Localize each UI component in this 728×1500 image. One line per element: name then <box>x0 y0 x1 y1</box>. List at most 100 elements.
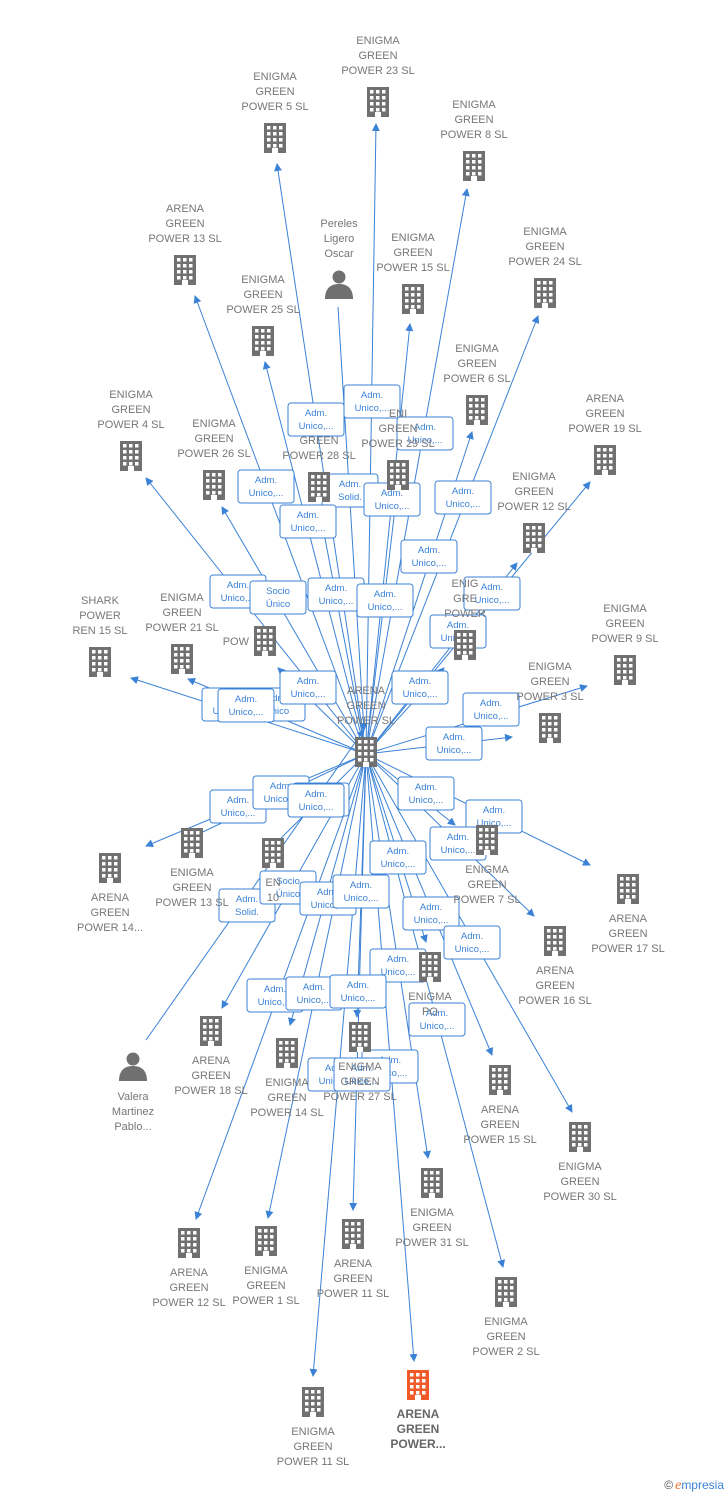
node-valera[interactable]: ValeraMartinezPablo... <box>112 1052 154 1134</box>
node-label: POWER 14... <box>77 922 143 934</box>
edge-label-11[interactable]: Adm.Unico,... <box>307 577 365 612</box>
node-label: GRE <box>453 593 477 605</box>
building-icon <box>594 445 616 475</box>
edge-label-32[interactable]: Adm.Unico,... <box>402 896 460 931</box>
node-label: GREEN <box>397 1422 440 1436</box>
edge-label-19[interactable]: Adm.Unico,... <box>462 692 520 727</box>
node-label: GREEN <box>393 247 432 259</box>
node-label: GREEN <box>608 928 647 940</box>
edge-label-31[interactable]: Adm.Unico,... <box>332 874 390 909</box>
building-icon <box>302 1387 324 1417</box>
edge-label-25[interactable]: Adm.Unico,... <box>465 799 523 834</box>
edge-label-27[interactable]: Adm.Unico,... <box>369 840 427 875</box>
edge-label-18[interactable]: Adm.Unico,... <box>391 670 449 705</box>
edge-label-38[interactable]: Adm.Unico,... <box>408 1002 466 1037</box>
edge-label-42[interactable]: Adm.Unico,... <box>287 783 345 818</box>
edge-valera-center <box>145 729 365 1041</box>
node-label: GREEN <box>194 433 233 445</box>
edge-label-text: Unico,... <box>412 558 447 569</box>
node-label: GREEN <box>457 358 496 370</box>
edge-label-2[interactable]: Adm.Unico,... <box>396 416 454 451</box>
node-label: GREEN <box>165 218 204 230</box>
edge-label-12[interactable]: Adm.Unico,... <box>356 583 414 618</box>
node-label: POWER 11 SL <box>277 1456 350 1468</box>
node-label: ENIGMA <box>160 592 204 604</box>
edge-label-13[interactable]: Adm.Unico,... <box>463 576 521 611</box>
edge-label-6[interactable]: Adm.Unico,... <box>434 480 492 515</box>
edge-label-34[interactable]: Adm.Unico,... <box>369 948 427 983</box>
edge-center-eg8 <box>365 188 470 755</box>
building-icon <box>463 151 485 181</box>
edge-label-text: Unico,... <box>291 523 326 534</box>
edge-label-37[interactable]: Adm.Unico,... <box>329 974 387 1009</box>
node-agp[interactable]: ARENAGREENPOWER... <box>390 1370 446 1451</box>
edge-label-43[interactable]: Adm.Unico,... <box>333 1057 391 1092</box>
edge-label-7[interactable]: Adm.Unico,... <box>279 504 337 539</box>
edge-label-17[interactable]: Adm.Unico,... <box>279 670 337 705</box>
brand-footer[interactable]: ©empresia <box>664 1478 724 1494</box>
edge-label-1[interactable]: Adm.Unico,... <box>343 384 401 419</box>
edge-label-text: Adm. <box>381 488 403 499</box>
node-label: GREEN <box>412 1222 451 1234</box>
edge-label-text: Unico,... <box>441 845 476 856</box>
edge-label-text: Unico,... <box>375 501 410 512</box>
edge-label-8[interactable]: Adm.Unico,... <box>400 539 458 574</box>
building-icon <box>421 1168 443 1198</box>
building-icon <box>534 278 556 308</box>
edge-label-text: Unico,... <box>475 595 510 606</box>
node-label: ENIGMA <box>338 1061 382 1073</box>
node-label: ENIGMA <box>244 1265 288 1277</box>
node-label: ENIGMA <box>241 274 285 286</box>
edge-label-3[interactable]: Adm.Unico,... <box>237 469 295 504</box>
edge-label-24[interactable]: Adm.Unico,... <box>397 776 455 811</box>
edge-label-text: Solid. <box>235 907 259 918</box>
edge-label-0[interactable]: Adm.Unico,... <box>287 402 345 437</box>
edge-label-text: Unico,... <box>297 995 332 1006</box>
node-pow[interactable]: POW <box>223 626 276 656</box>
edge-label-20[interactable]: Adm.Unico,... <box>425 726 483 761</box>
node-label: POWER <box>444 608 486 620</box>
edge-label-41[interactable]: Adm.Unico,... <box>217 688 275 723</box>
edge-label-33[interactable]: Adm.Unico,... <box>443 925 501 960</box>
